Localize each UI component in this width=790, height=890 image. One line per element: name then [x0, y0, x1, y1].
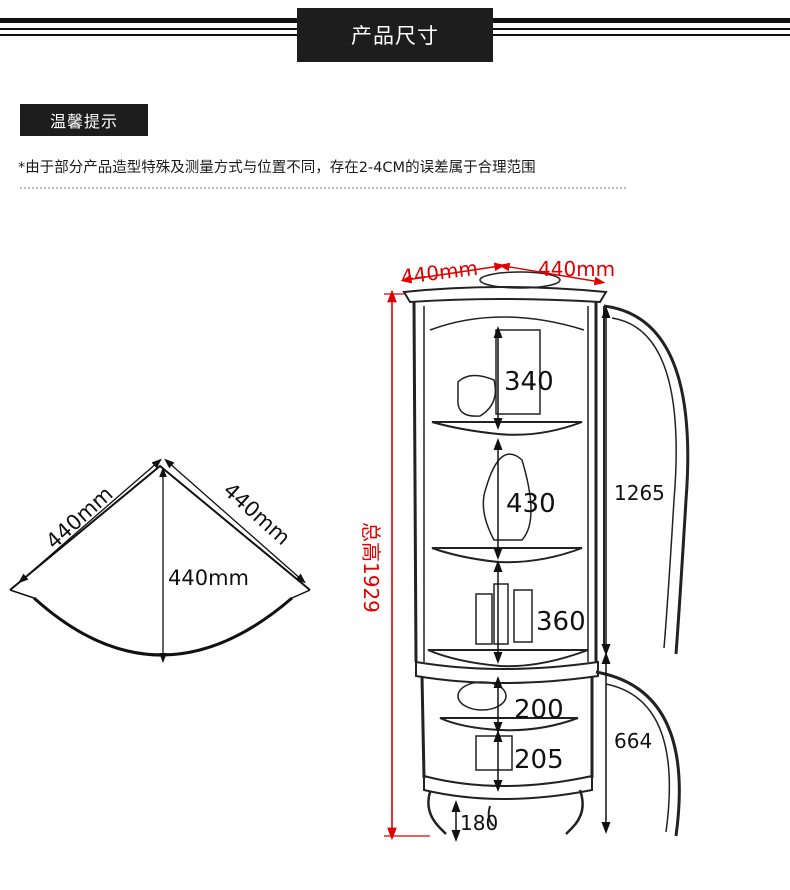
top-left-label: 440mm — [400, 256, 479, 289]
basket-decor — [457, 681, 507, 711]
base — [423, 774, 593, 800]
shelf-2-label: 430 — [506, 489, 556, 519]
total-height-label: 总高1929 — [359, 522, 383, 613]
plan-right-dimension — [164, 458, 306, 584]
plan-depth-label: 440mm — [168, 566, 249, 590]
shelf-4-label: 200 — [514, 695, 564, 725]
bottle-decor — [493, 583, 509, 645]
urn-decor — [482, 453, 532, 541]
vase-decor — [457, 374, 497, 417]
shelf-5-label: 205 — [514, 745, 564, 775]
section-header: 产品尺寸 — [0, 0, 790, 64]
top-left-dimension — [400, 262, 506, 284]
top-right-label: 440mm — [538, 257, 615, 281]
shelf — [427, 649, 589, 668]
page-title: 产品尺寸 — [297, 8, 493, 62]
shelf-3-label: 360 — [536, 607, 586, 637]
leg — [427, 791, 447, 835]
plan-left-dimension — [18, 458, 162, 584]
black-dimensions — [451, 306, 611, 842]
upper-door-label: 1265 — [614, 481, 665, 505]
bin-decor — [475, 735, 513, 771]
cabinet-drawing — [402, 271, 690, 837]
leg — [565, 789, 584, 835]
shelf — [431, 421, 583, 436]
foot-label: 180 — [460, 811, 498, 835]
lower-door — [595, 670, 681, 837]
top-right-dimension — [498, 262, 606, 286]
plan-right-label: 440mm — [219, 478, 295, 550]
tip-text: *由于部分产品造型特殊及测量方式与位置不同，存在2-4CM的误差属于合理范围 — [18, 160, 536, 176]
plan-view — [9, 458, 311, 664]
shelf — [431, 547, 583, 564]
tip-label: 温馨提示 — [20, 104, 148, 136]
plan-left-label: 440mm — [41, 482, 117, 554]
divider — [20, 187, 626, 189]
lower-door-label: 664 — [614, 729, 652, 753]
bottle-decor — [475, 593, 493, 645]
upper-door — [603, 304, 690, 655]
bottle-decor — [513, 589, 533, 643]
shelf-1-label: 340 — [504, 367, 554, 397]
red-dimensions — [384, 262, 606, 841]
